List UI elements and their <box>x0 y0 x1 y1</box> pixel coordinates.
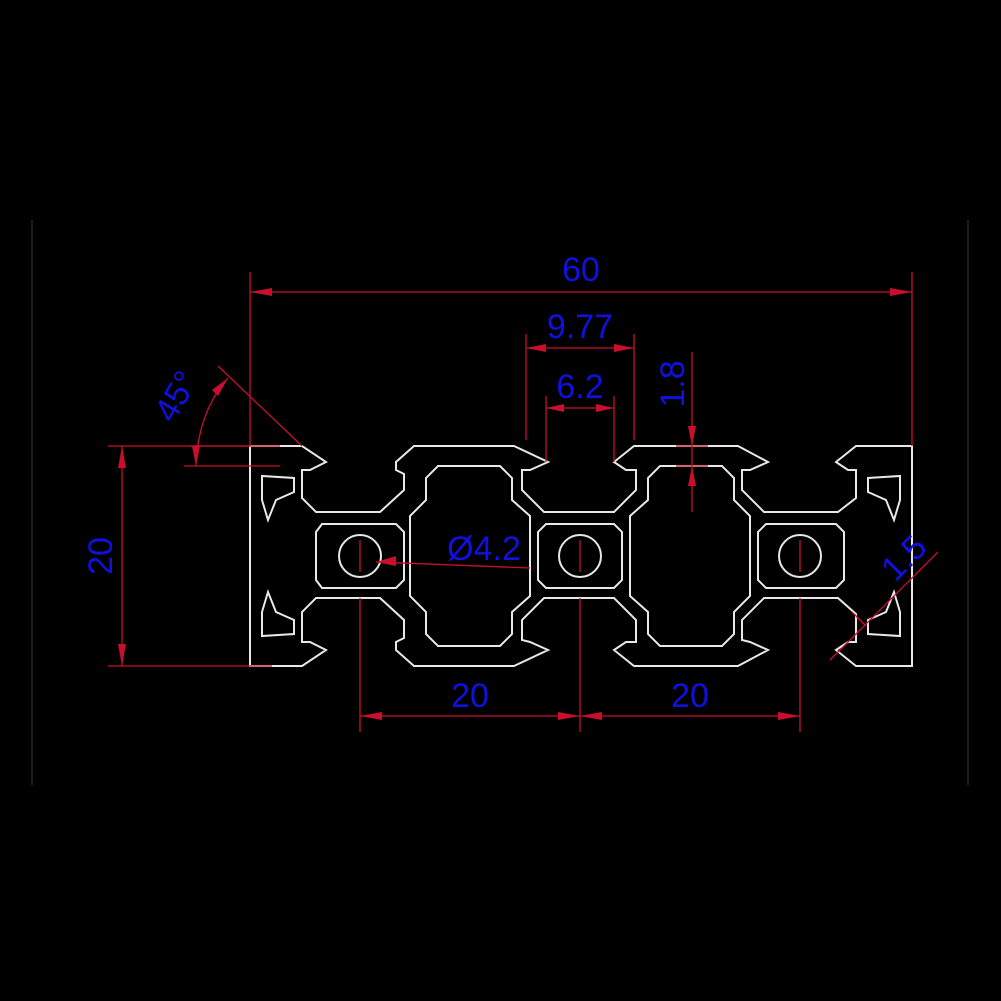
arrowhead <box>250 288 272 296</box>
arrowhead <box>118 446 126 468</box>
left-chamber <box>409 465 531 647</box>
arrowhead <box>688 426 696 446</box>
arrowhead <box>580 712 602 720</box>
dim-pitch-left: 20 <box>451 677 489 715</box>
arrowhead <box>526 344 546 352</box>
arrowhead <box>558 712 580 720</box>
arrowhead <box>212 378 228 396</box>
right-chamber <box>629 465 751 647</box>
arrowhead <box>192 446 200 466</box>
dim-slot-neck: 6.2 <box>556 368 603 406</box>
center-center-hole <box>558 534 602 578</box>
arrowhead <box>614 344 634 352</box>
arrowhead <box>890 288 912 296</box>
center-node-web <box>537 523 623 589</box>
dimension-labels: 60 9.77 6.2 1.8 45° 20 Ø4.2 1.5 20 20 <box>82 251 934 715</box>
dim-center-hole: Ø4.2 <box>447 530 521 568</box>
drawing-frame <box>31 220 969 785</box>
right-center-hole <box>778 534 822 578</box>
dim-wall-thickness: 1.5 <box>874 528 934 588</box>
dim-overall-width: 60 <box>562 251 600 289</box>
right-bottom-slot <box>867 588 901 638</box>
dim-height: 20 <box>82 537 120 575</box>
left-node-web <box>315 523 405 589</box>
dim-slot-opening: 9.77 <box>547 308 613 346</box>
right-top-slot <box>867 474 901 524</box>
profile-outer-contour <box>249 445 913 667</box>
right-node-web <box>757 523 845 589</box>
arrowhead <box>596 404 614 412</box>
dim-angle: 45° <box>147 365 206 429</box>
arrowhead <box>778 712 800 720</box>
dim-lip-thickness: 1.8 <box>654 360 692 407</box>
arrowhead <box>118 644 126 666</box>
left-center-hole <box>338 534 382 578</box>
profile-outline <box>249 445 913 667</box>
left-bottom-slot <box>261 588 295 638</box>
arrowhead <box>360 712 382 720</box>
arrowhead <box>376 556 396 566</box>
dim-pitch-right: 20 <box>671 677 709 715</box>
left-top-slot <box>261 474 295 524</box>
dimension-lines <box>108 272 939 732</box>
arrowhead <box>688 466 696 486</box>
arrowhead <box>546 404 564 412</box>
